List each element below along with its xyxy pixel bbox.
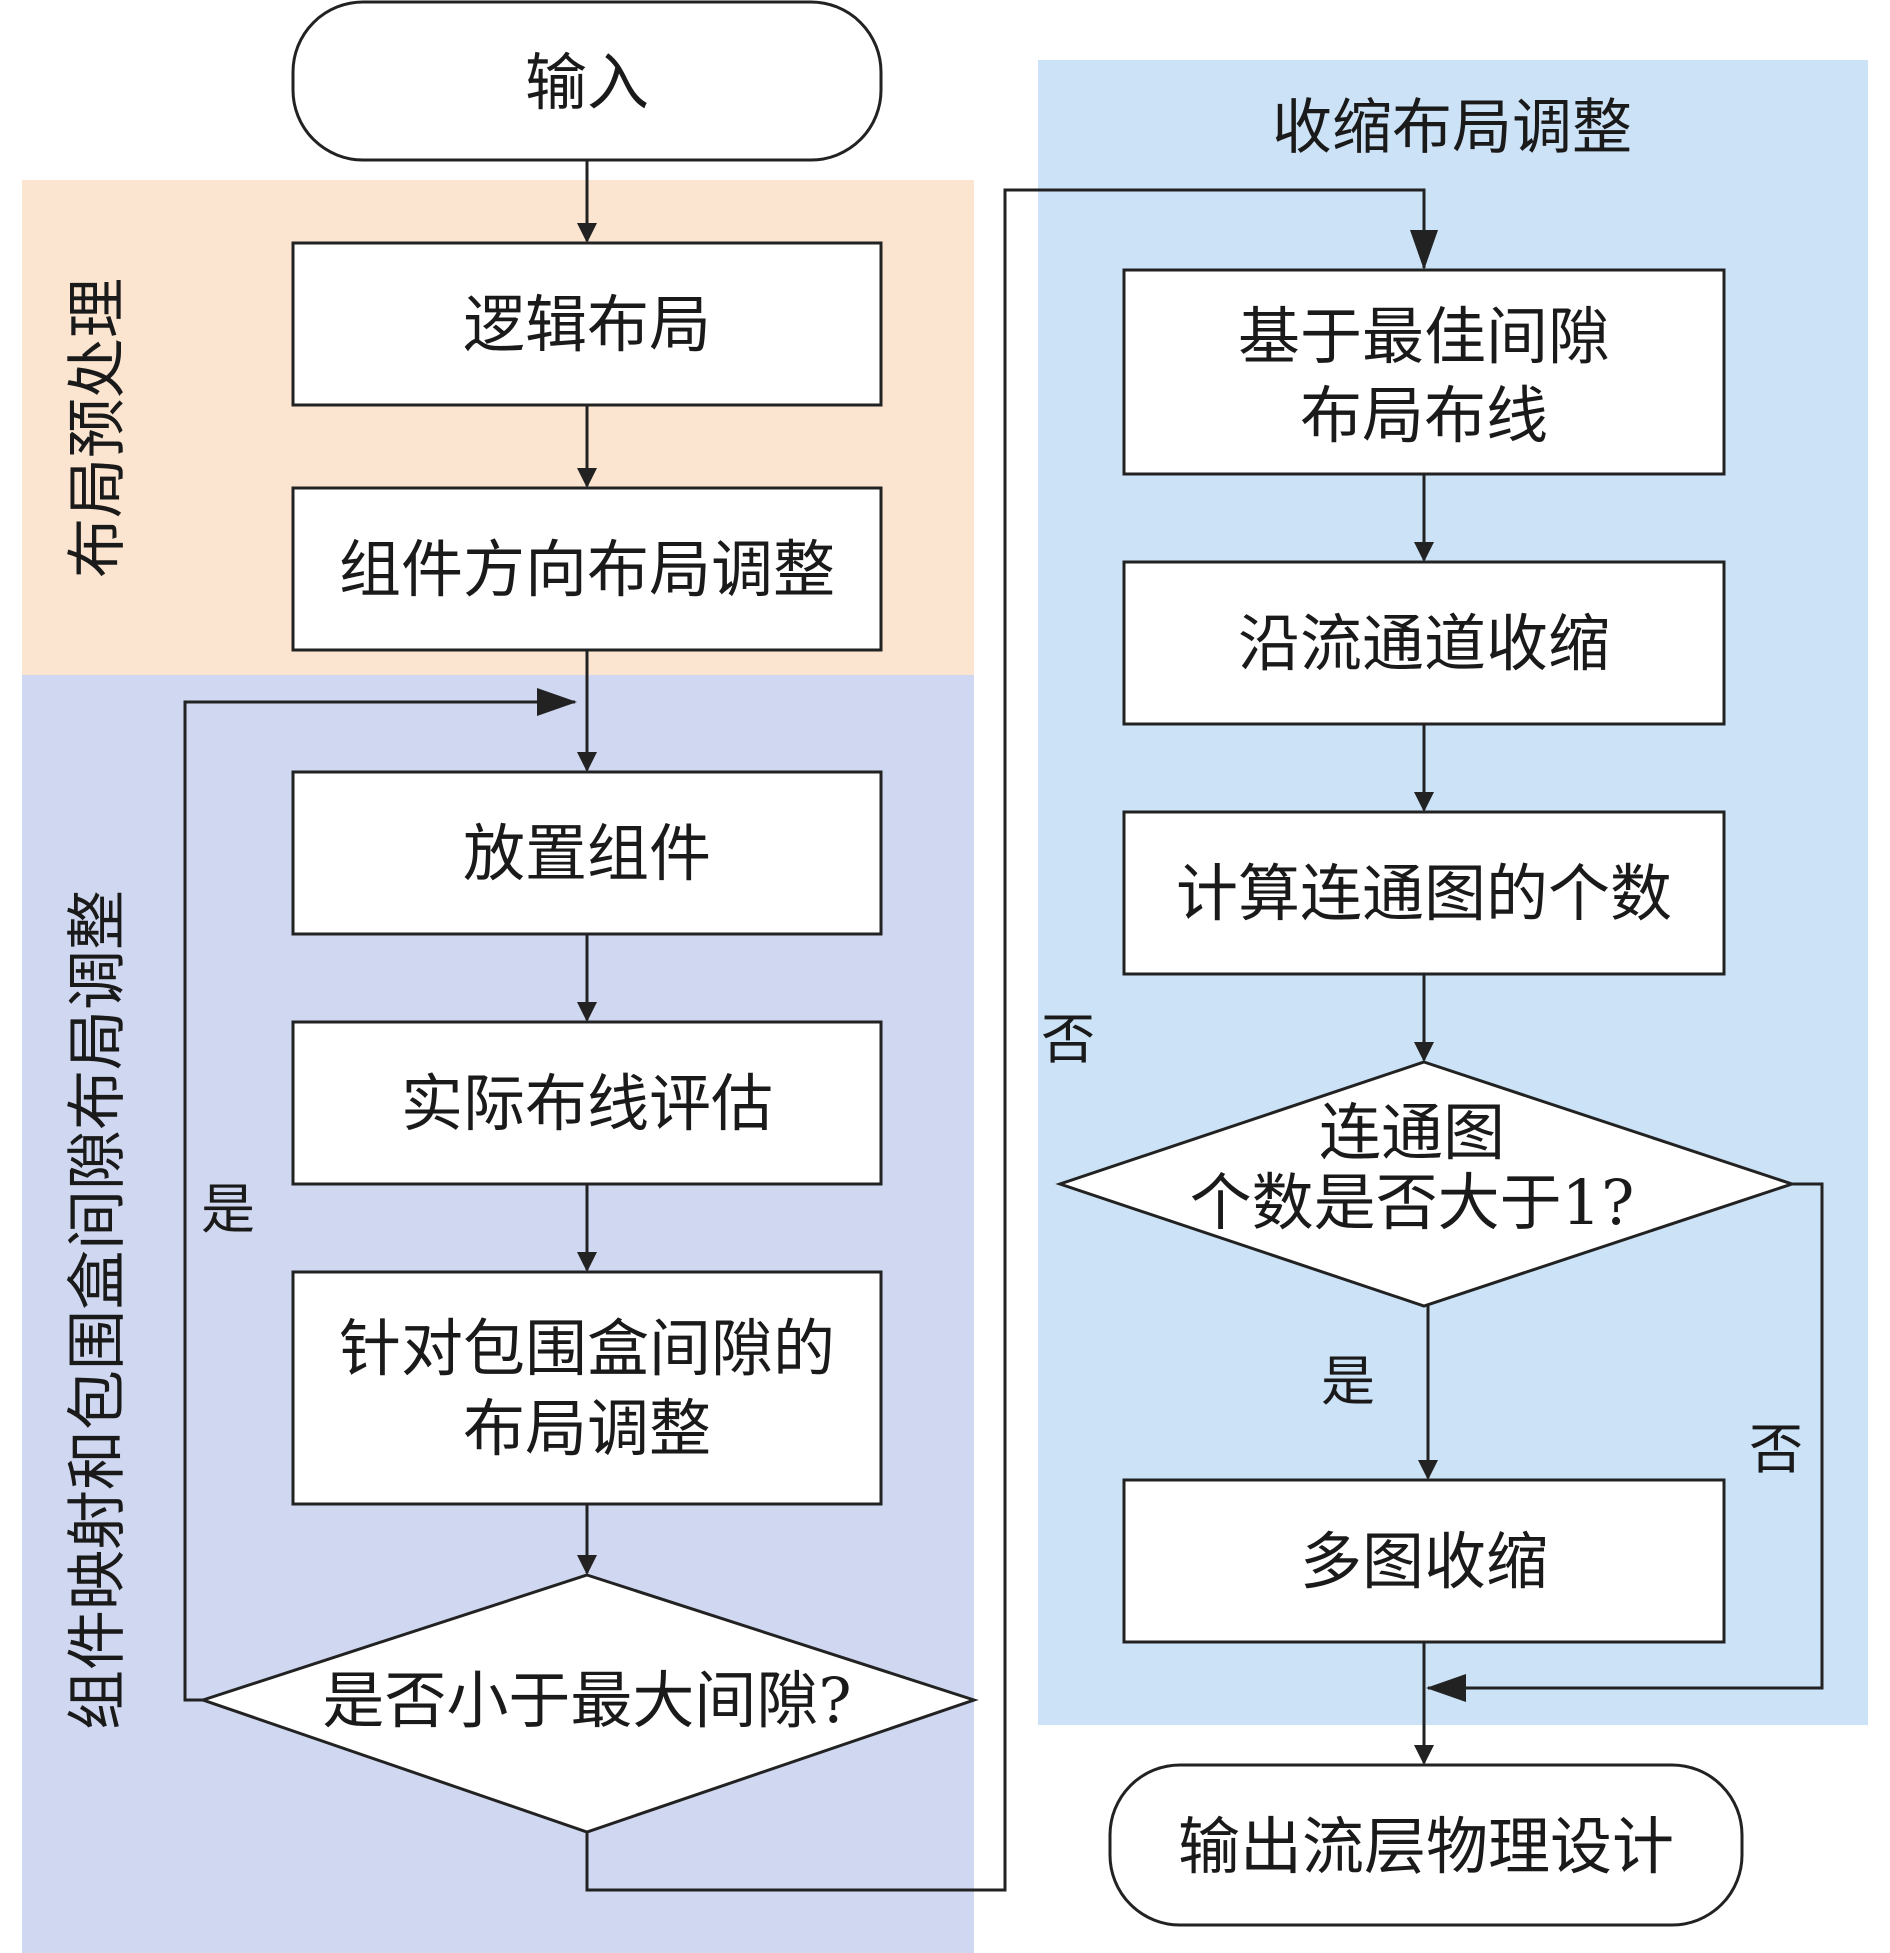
multi-shrink-label: 多图收缩: [1300, 1525, 1548, 1598]
bbox-adjust-label-2: 布局调整: [463, 1392, 711, 1465]
place-box: [291, 770, 883, 936]
graph-decision-label-2: 个数是否大于1?: [1190, 1166, 1635, 1239]
edge-yes-loop: [183, 688, 577, 1702]
edge-no-bypass: [1426, 1182, 1824, 1702]
edge-no-to-right: [585, 188, 1438, 1892]
graph-decision-label-1: 连通图: [1319, 1096, 1505, 1169]
count-graphs-box: [1122, 810, 1726, 976]
no-to-right-label: 否: [1041, 1008, 1095, 1071]
place-label: 放置组件: [463, 817, 711, 890]
yes-loop-label: 是: [201, 1178, 255, 1241]
output-label: 输出流层物理设计: [1178, 1810, 1674, 1883]
orient-adjust-box: [291, 486, 883, 652]
gap-decision-label: 是否小于最大间隙?: [322, 1664, 851, 1737]
shrink-channel-label: 沿流通道收缩: [1238, 607, 1610, 680]
graph-decision-diamond: [1055, 1060, 1797, 1308]
best-gap-label-2: 布局布线: [1300, 379, 1548, 452]
bbox-adjust-box: [291, 1270, 883, 1506]
logic-layout-label: 逻辑布局: [463, 288, 711, 361]
shrink-adjust-title: 收缩布局调整: [1272, 93, 1632, 163]
no-bypass-label: 否: [1749, 1418, 1803, 1481]
orient-adjust-label: 组件方向布局调整: [339, 533, 835, 606]
count-graphs-label: 计算连通图的个数: [1176, 857, 1672, 930]
mapping-adjust-title: 组件映射和包围盒间隙布局调整: [63, 890, 133, 1730]
shrink-channel-box: [1122, 560, 1726, 726]
yes-down-label: 是: [1321, 1350, 1375, 1413]
preprocess-title: 布局预处理: [63, 278, 133, 578]
best-gap-label-1: 基于最佳间隙: [1238, 300, 1610, 373]
logic-layout-box: [291, 241, 883, 407]
output-terminal: [1108, 1763, 1744, 1927]
best-gap-box: [1122, 268, 1726, 476]
input-label: 输入: [525, 46, 649, 119]
route-eval-label: 实际布线评估: [401, 1067, 773, 1140]
bbox-adjust-label-1: 针对包围盒间隙的: [339, 1312, 835, 1385]
route-eval-box: [291, 1020, 883, 1186]
